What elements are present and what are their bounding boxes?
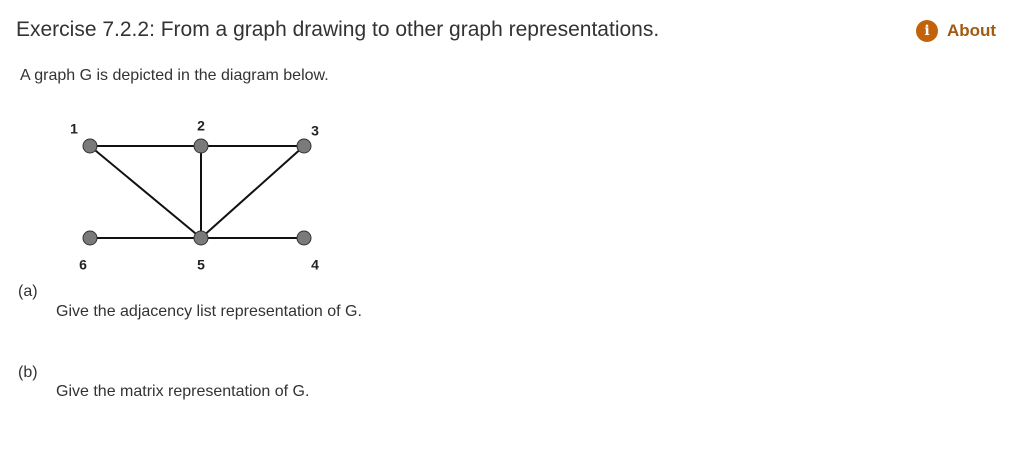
vertex-label-4: 4 — [311, 257, 319, 273]
about-label: About — [947, 21, 997, 40]
vertex-label-3: 3 — [311, 123, 319, 139]
vertex-6 — [82, 230, 98, 246]
graph-diagram: 1 2 3 4 5 6 — [70, 118, 319, 273]
vertex-4 — [296, 230, 312, 246]
vertex-label-1: 1 — [70, 121, 78, 137]
intro-text: A graph G is depicted in the diagram bel… — [20, 67, 329, 84]
part-b-question: Give the matrix representation of G. — [56, 383, 310, 400]
about-button[interactable]: i About — [916, 20, 996, 42]
part-a-label: (a) — [18, 283, 38, 300]
edge-3-5 — [200, 145, 305, 239]
vertex-2 — [193, 138, 209, 154]
part-a-question: Give the adjacency list representation o… — [56, 303, 362, 320]
vertex-3 — [296, 138, 312, 154]
info-icon: i — [916, 20, 938, 42]
vertex-5 — [193, 230, 209, 246]
edge-1-5 — [89, 145, 202, 239]
vertex-label-5: 5 — [197, 257, 205, 273]
vertex-1 — [82, 138, 98, 154]
vertex-label-6: 6 — [79, 257, 87, 273]
part-b-label: (b) — [18, 364, 38, 381]
vertex-label-2: 2 — [197, 118, 205, 134]
page-title: Exercise 7.2.2: From a graph drawing to … — [16, 18, 660, 41]
